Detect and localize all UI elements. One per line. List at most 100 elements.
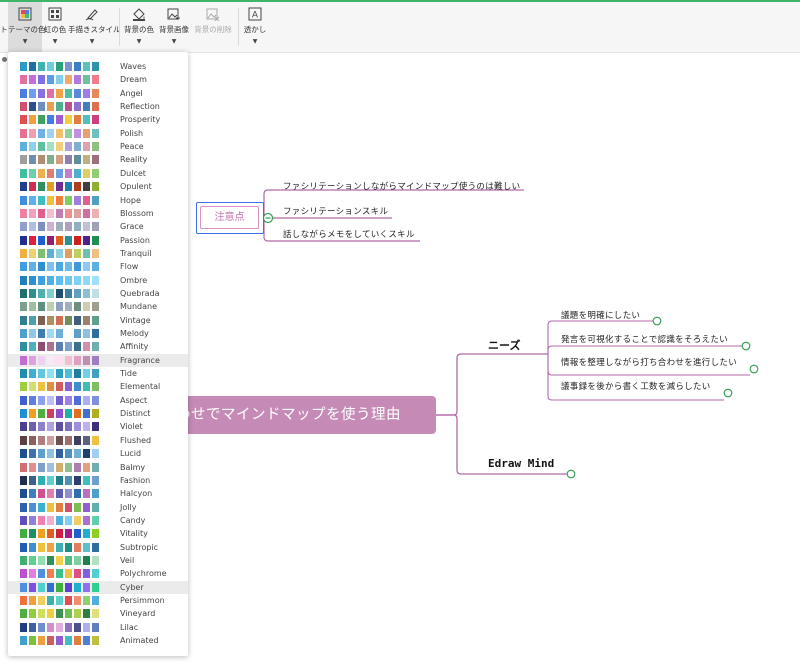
theme-option[interactable]: Balmy bbox=[8, 461, 188, 474]
color-swatch bbox=[47, 342, 54, 352]
color-swatch bbox=[47, 62, 54, 71]
color-swatch bbox=[29, 115, 36, 125]
subtopic[interactable]: 情報を整理しながら打ち合わせを進行したい bbox=[561, 358, 738, 368]
expand-button[interactable] bbox=[749, 364, 759, 374]
theme-option[interactable]: Blossom bbox=[8, 207, 188, 220]
theme-option[interactable]: Peace bbox=[8, 140, 188, 153]
theme-option[interactable]: Tide bbox=[8, 367, 188, 380]
theme-option[interactable]: Dream bbox=[8, 73, 188, 86]
theme-option[interactable]: Fashion bbox=[8, 474, 188, 487]
expand-button[interactable] bbox=[566, 469, 576, 479]
canvas-handle[interactable] bbox=[2, 57, 7, 62]
theme-option[interactable]: Prosperity bbox=[8, 113, 188, 126]
expand-button[interactable] bbox=[741, 341, 751, 351]
toolbar-item-partial[interactable]: ト bbox=[0, 2, 8, 52]
theme-option[interactable]: Mundane bbox=[8, 300, 188, 313]
theme-option[interactable]: Lilac bbox=[8, 621, 188, 634]
color-swatch bbox=[29, 422, 36, 432]
color-swatch bbox=[83, 102, 90, 112]
subtopic[interactable]: 話しながらメモをしていくスキル bbox=[283, 230, 415, 240]
color-swatch bbox=[20, 222, 27, 232]
theme-option[interactable]: Flow bbox=[8, 260, 188, 273]
expand-button[interactable] bbox=[652, 316, 662, 326]
theme-swatches bbox=[20, 88, 101, 98]
color-swatch bbox=[29, 128, 36, 138]
subtopic[interactable]: ファシリテーションしながらマインドマップ使うのは難しい bbox=[283, 182, 521, 192]
theme-color-button[interactable]: テーマの色 ▼ bbox=[8, 2, 46, 52]
theme-swatches bbox=[20, 342, 101, 352]
theme-option[interactable]: Vitality bbox=[8, 527, 188, 540]
theme-name: Dulcet bbox=[120, 168, 146, 178]
theme-name: Waves bbox=[120, 62, 147, 71]
needs-topic[interactable]: ニーズ bbox=[488, 339, 521, 352]
theme-option[interactable]: Angel bbox=[8, 87, 188, 100]
theme-option[interactable]: Passion bbox=[8, 234, 188, 247]
mindmap-canvas[interactable] bbox=[0, 53, 800, 663]
theme-option[interactable]: Animated bbox=[8, 634, 188, 647]
theme-option[interactable]: Reality bbox=[8, 153, 188, 166]
subtopic[interactable]: 議事録を後から書く工数を減らしたい bbox=[561, 382, 711, 392]
subtopic[interactable]: 発言を可視化することで認識をそろえたい bbox=[561, 335, 728, 345]
theme-option[interactable]: Distinct bbox=[8, 407, 188, 420]
color-swatch bbox=[74, 542, 81, 552]
theme-option[interactable]: Fragrance bbox=[8, 353, 188, 367]
theme-option[interactable]: Veil bbox=[8, 554, 188, 567]
theme-option[interactable]: Tranquil bbox=[8, 247, 188, 260]
theme-option[interactable]: Vintage bbox=[8, 314, 188, 327]
color-swatch bbox=[29, 248, 36, 258]
color-swatch bbox=[56, 222, 63, 232]
theme-option[interactable]: Polychrome bbox=[8, 567, 188, 580]
theme-option[interactable]: Waves bbox=[8, 60, 188, 73]
background-image-button[interactable]: 背景画像 ▼ bbox=[156, 2, 192, 52]
color-swatch bbox=[20, 569, 27, 579]
hand-drawn-button[interactable]: 手描きスタイル ▼ bbox=[68, 2, 121, 52]
theme-option[interactable]: Vineyard bbox=[8, 607, 188, 620]
subtopic[interactable]: 議題を明確にしたい bbox=[561, 311, 641, 321]
color-swatch bbox=[20, 515, 27, 525]
theme-option[interactable]: Dulcet bbox=[8, 167, 188, 180]
color-swatch bbox=[83, 115, 90, 125]
theme-option[interactable]: Halcyon bbox=[8, 487, 188, 500]
theme-option[interactable]: Polish bbox=[8, 127, 188, 140]
theme-option[interactable]: Violet bbox=[8, 420, 188, 433]
color-swatch bbox=[38, 542, 45, 552]
theme-option[interactable]: Flushed bbox=[8, 434, 188, 447]
watermark-button[interactable]: A 透かし ▼ bbox=[241, 2, 269, 52]
theme-option[interactable]: Quebrada bbox=[8, 287, 188, 300]
theme-option[interactable]: Elemental bbox=[8, 380, 188, 393]
color-swatch bbox=[83, 395, 90, 405]
color-swatch bbox=[29, 262, 36, 272]
theme-option[interactable]: Opulent bbox=[8, 180, 188, 193]
theme-option[interactable]: Reflection bbox=[8, 100, 188, 113]
theme-option[interactable]: Candy bbox=[8, 514, 188, 527]
central-topic[interactable]: わせでマインドマップを使う理由 bbox=[180, 396, 436, 434]
theme-option[interactable]: Grace bbox=[8, 220, 188, 233]
theme-option[interactable]: Hope bbox=[8, 194, 188, 207]
color-swatch bbox=[56, 489, 63, 499]
color-swatch bbox=[29, 222, 36, 232]
theme-option[interactable]: Jolly bbox=[8, 501, 188, 514]
expand-button[interactable] bbox=[723, 388, 733, 398]
color-swatch bbox=[56, 288, 63, 298]
caution-topic[interactable]: 注意点 bbox=[200, 206, 259, 229]
caution-topic-selection[interactable]: 注意点 bbox=[196, 202, 264, 234]
edraw-mind-topic[interactable]: Edraw Mind bbox=[488, 457, 555, 470]
background-color-button[interactable]: 背景の色 ▼ bbox=[122, 2, 156, 52]
theme-option[interactable]: Aspect bbox=[8, 394, 188, 407]
rainbow-color-button[interactable]: 虹の色 ▼ bbox=[42, 2, 68, 52]
theme-option[interactable]: Persimmon bbox=[8, 594, 188, 607]
theme-option[interactable]: Ombre bbox=[8, 274, 188, 287]
subtopic[interactable]: ファシリテーションスキル bbox=[283, 207, 389, 217]
remove-background-button[interactable]: 背景の削除 bbox=[192, 2, 234, 52]
color-swatch bbox=[38, 88, 45, 98]
collapse-button[interactable] bbox=[262, 212, 274, 224]
theme-option[interactable]: Subtropic bbox=[8, 541, 188, 554]
color-swatch bbox=[83, 515, 90, 525]
theme-option[interactable]: Melody bbox=[8, 327, 188, 340]
color-swatch bbox=[20, 609, 27, 619]
theme-option[interactable]: Cyber bbox=[8, 580, 188, 594]
theme-option[interactable]: Affinity bbox=[8, 340, 188, 353]
color-swatch bbox=[29, 435, 36, 445]
theme-option[interactable]: Lucid bbox=[8, 447, 188, 460]
